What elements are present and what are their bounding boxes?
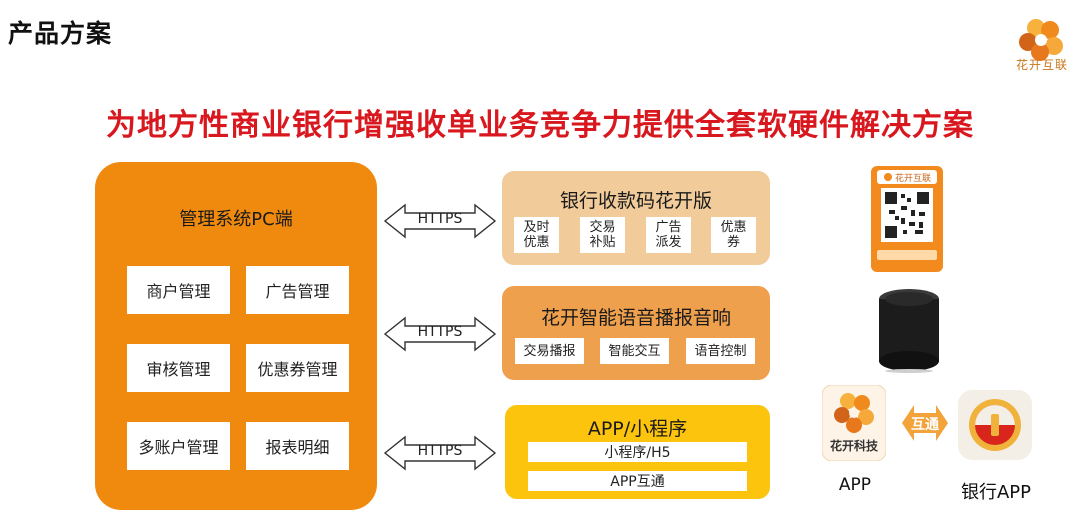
bank-app-icon — [958, 390, 1032, 460]
product-title-app: APP/小程序 — [587, 418, 688, 440]
qr-code-card-image: 花开互联 — [871, 166, 943, 272]
pc-item-multi-account: 多账户管理 — [127, 422, 230, 470]
pc-item-report: 报表明细 — [246, 422, 349, 470]
app-icon-text: 花开科技 — [829, 439, 878, 453]
smart-speaker-image — [879, 289, 939, 373]
pc-item-ads: 广告管理 — [246, 266, 349, 314]
bar-mini-program: 小程序/H5 — [528, 442, 747, 462]
product-title-qr-code: 银行收款码花开版 — [559, 190, 712, 212]
tag-transaction-subsidy: 交易补贴 — [580, 217, 625, 253]
bank-app-label: 银行APP — [960, 482, 1032, 503]
headline: 为地方性商业银行增强收单业务竞争力提供全套软硬件解决方案 — [106, 108, 974, 143]
product-title-speaker: 花开智能语音播报音响 — [540, 307, 731, 329]
https-label: HTTPS — [417, 324, 463, 340]
pc-item-merchant: 商户管理 — [127, 266, 230, 314]
qr-card-brand: 花开互联 — [895, 174, 932, 184]
pc-management-title: 管理系统PC端 — [179, 209, 293, 230]
https-label: HTTPS — [417, 443, 463, 459]
tag-ad-distribution: 广告派发 — [646, 217, 691, 253]
huakai-app-icon: 花开科技 — [821, 384, 887, 462]
hutong-badge: 互通 — [902, 403, 948, 443]
logo-text: 花开互联 — [1015, 58, 1068, 72]
https-label: HTTPS — [417, 211, 463, 227]
product-box-speaker — [502, 286, 770, 380]
tag-coupon: 优惠券 — [711, 217, 756, 253]
tag-voice-control: 语音控制 — [686, 338, 755, 364]
double-arrow-icon — [383, 435, 497, 471]
bar-app-interop: APP互通 — [528, 471, 747, 491]
pc-item-coupon: 优惠券管理 — [246, 344, 349, 392]
tag-transaction-broadcast: 交易播报 — [515, 338, 584, 364]
tag-smart-interaction: 智能交互 — [600, 338, 669, 364]
pc-item-review: 审核管理 — [127, 344, 230, 392]
double-arrow-icon — [383, 203, 497, 239]
page-title: 产品方案 — [8, 19, 113, 48]
flower-logo-icon — [1019, 19, 1063, 61]
app-label: APP — [838, 475, 872, 495]
tag-instant-discount: 及时优惠 — [514, 217, 559, 253]
double-arrow-icon — [383, 316, 497, 352]
hutong-label: 互通 — [911, 417, 939, 433]
